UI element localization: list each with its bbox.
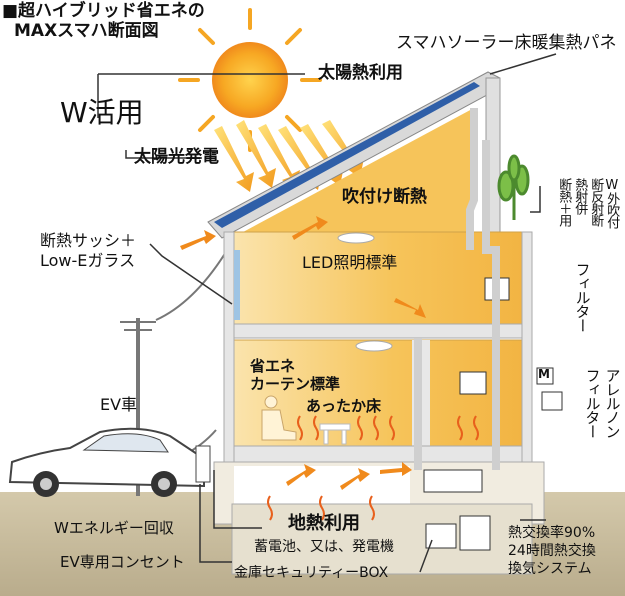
warm-floor-label: あったか床 <box>306 398 381 415</box>
m-badge: M <box>538 368 550 381</box>
hx-label-line1: 熱交換率90% <box>508 526 595 541</box>
geothermal-label: 地熱利用 <box>288 514 360 534</box>
diagram-title-line2: MAXスマハ断面図 <box>14 22 159 41</box>
safe-box-label: 金庫セキュリティーBOX <box>234 566 388 581</box>
wall-insulation-col1: W外吹付 <box>604 178 618 228</box>
wall-insulation-col4: 断熱＋用 <box>556 178 570 226</box>
wall-insulation-col2: 断反射断 <box>588 178 602 226</box>
allergen-filter-col1: アレルノン <box>604 368 621 438</box>
ev-car-icon <box>10 429 210 497</box>
sash-label-line2: Low-Eガラス <box>40 252 135 270</box>
house-structure <box>208 72 562 574</box>
w-energy-label: Wエネルギー回収 <box>54 520 174 537</box>
filter-label: フィルター <box>574 262 591 332</box>
battery-label: 蓄電池、又は、発電機 <box>254 540 394 555</box>
hx-label-line3: 換気システム <box>508 562 592 577</box>
solar-heat-label: 太陽熱利用 <box>318 64 403 83</box>
wall-insulation-col3: 熱射併 <box>572 178 586 214</box>
ceiling-light-1 <box>338 233 374 243</box>
curtain-label-line1: 省エネ <box>250 358 295 375</box>
sun-icon <box>180 10 320 150</box>
curtain-label-line2: カーテン標準 <box>250 376 340 393</box>
ceiling-light-2 <box>356 341 392 351</box>
blown-insulation-label: 吹付け断熱 <box>342 188 427 207</box>
smaha-panel-label: スマハソーラー床暖集熱パネ <box>396 34 617 53</box>
hx-label-line2: 24時間熱交換 <box>508 544 596 559</box>
allergen-filter-col2: フィルター <box>584 368 601 438</box>
window-sash <box>234 250 240 320</box>
w-use-label: W活用 <box>60 98 144 129</box>
ev-outlet-label: EV専用コンセント <box>60 554 185 571</box>
plant-icon <box>499 156 528 220</box>
diagram-title-line1: ■超ハイブリッド省エネの <box>2 2 205 21</box>
led-label: LED照明標準 <box>302 254 397 272</box>
solar-power-label: 太陽光発電 <box>134 148 219 167</box>
sash-label-line1: 断熱サッシ＋ <box>40 232 136 250</box>
ev-car-label: EV車 <box>100 396 137 414</box>
